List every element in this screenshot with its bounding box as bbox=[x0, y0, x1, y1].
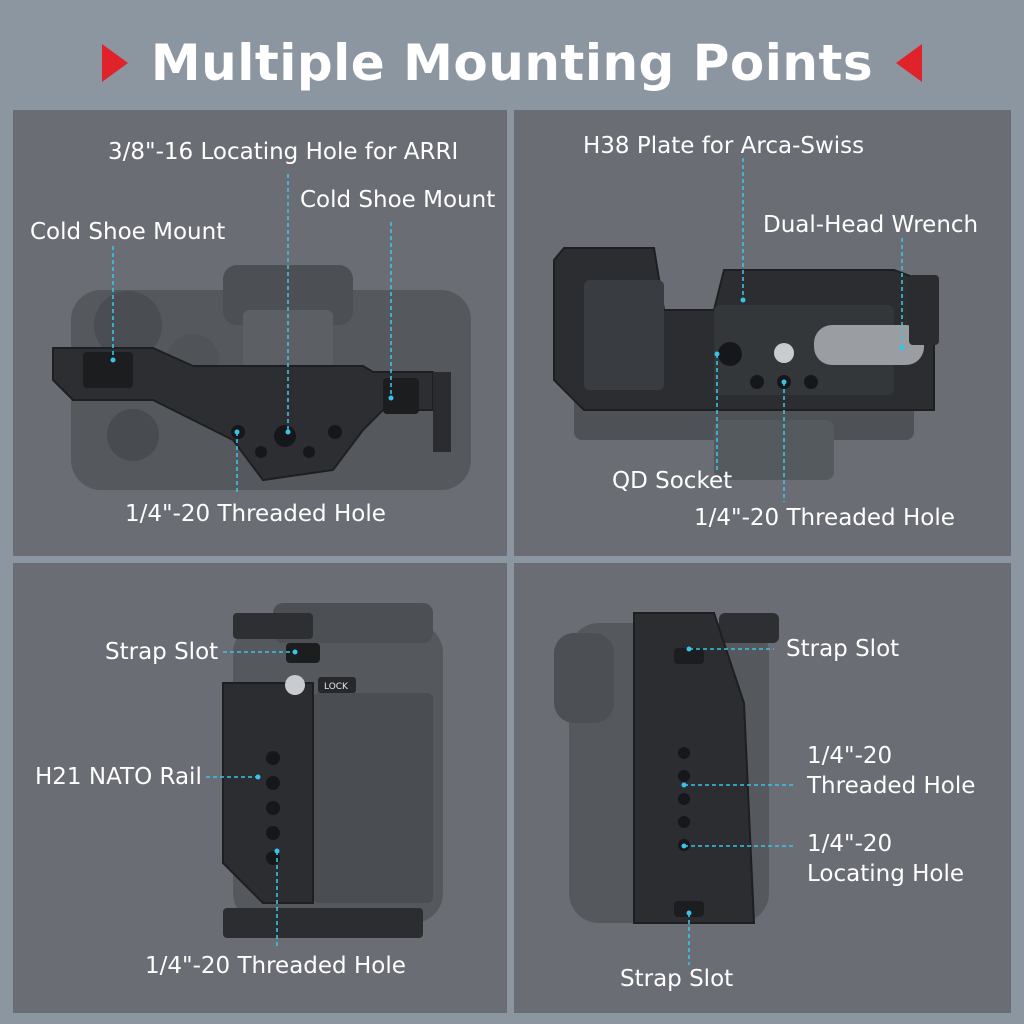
label-strap-slot: Strap Slot bbox=[105, 639, 219, 665]
bottom-view-cage-illustration bbox=[553, 247, 939, 480]
label-locating-hole-line1: 1/4"-20 bbox=[807, 831, 893, 857]
right-side-leader-lines bbox=[681, 646, 794, 965]
panel-right-side-view: Strap Slot 1/4"-20 Threaded Hole 1/4"-20… bbox=[514, 563, 1011, 1013]
label-threaded-hole: 1/4"-20 Threaded Hole bbox=[694, 505, 955, 531]
label-cold-shoe-mount-left: Cold Shoe Mount bbox=[30, 219, 226, 245]
label-h38-plate: H38 Plate for Arca-Swiss bbox=[583, 133, 865, 159]
page-title: Multiple Mounting Points bbox=[150, 34, 874, 92]
label-threaded-hole: 1/4"-20 Threaded Hole bbox=[125, 501, 386, 527]
label-strap-slot-top: Strap Slot bbox=[786, 636, 900, 662]
panel-top-view: 3/8"-16 Locating Hole for ARRI Cold Shoe… bbox=[13, 110, 507, 556]
label-nato-rail: H21 NATO Rail bbox=[35, 764, 202, 790]
label-cold-shoe-mount-right: Cold Shoe Mount bbox=[300, 187, 496, 213]
label-locating-hole-line2: Locating Hole bbox=[807, 861, 965, 887]
label-strap-slot-bottom: Strap Slot bbox=[620, 966, 734, 992]
label-qd-socket: QD Socket bbox=[612, 468, 733, 494]
bottom-view-leader-lines bbox=[714, 158, 905, 502]
label-dual-head-wrench: Dual-Head Wrench bbox=[763, 212, 979, 238]
left-side-leader-lines bbox=[206, 649, 298, 948]
right-flag-icon bbox=[896, 44, 922, 82]
right-side-cage-illustration bbox=[554, 612, 779, 924]
lock-engraving: LOCK bbox=[324, 682, 349, 692]
label-threaded-hole-line2: Threaded Hole bbox=[807, 773, 976, 799]
left-side-cage-illustration: LOCK bbox=[222, 603, 443, 938]
label-arri-locating-hole: 3/8"-16 Locating Hole for ARRI bbox=[108, 139, 459, 165]
top-view-leader-lines bbox=[110, 174, 394, 492]
top-view-cage-illustration bbox=[52, 265, 471, 490]
left-flag-icon bbox=[102, 44, 128, 82]
panel-left-side-view: LOCK Strap Slot H21 NATO Rail 1/4"-20 Th… bbox=[13, 563, 507, 1013]
label-threaded-hole: 1/4"-20 Threaded Hole bbox=[145, 953, 406, 979]
label-threaded-hole-line1: 1/4"-20 bbox=[807, 743, 893, 769]
panel-bottom-view: H38 Plate for Arca-Swiss Dual-Head Wrenc… bbox=[514, 110, 1011, 556]
